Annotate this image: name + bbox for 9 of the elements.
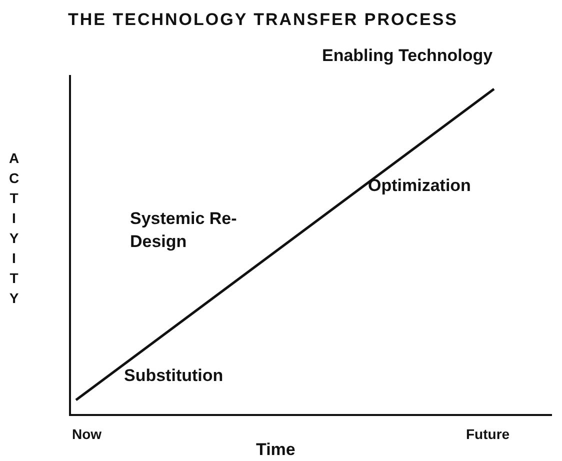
region-label: Systemic Re-Design	[130, 208, 238, 253]
region-label: Optimization	[368, 176, 471, 196]
axis-label: Time	[256, 440, 296, 460]
chart-title: THE TECHNOLOGY TRANSFER PROCESS	[68, 10, 458, 30]
axis-tick-label: Future	[466, 426, 510, 442]
region-label: Substitution	[124, 366, 224, 386]
axis-label: ACTIYITY	[8, 149, 20, 308]
axis-tick-label: Now	[72, 426, 102, 442]
line-end-label: Enabling Technology	[322, 46, 493, 66]
